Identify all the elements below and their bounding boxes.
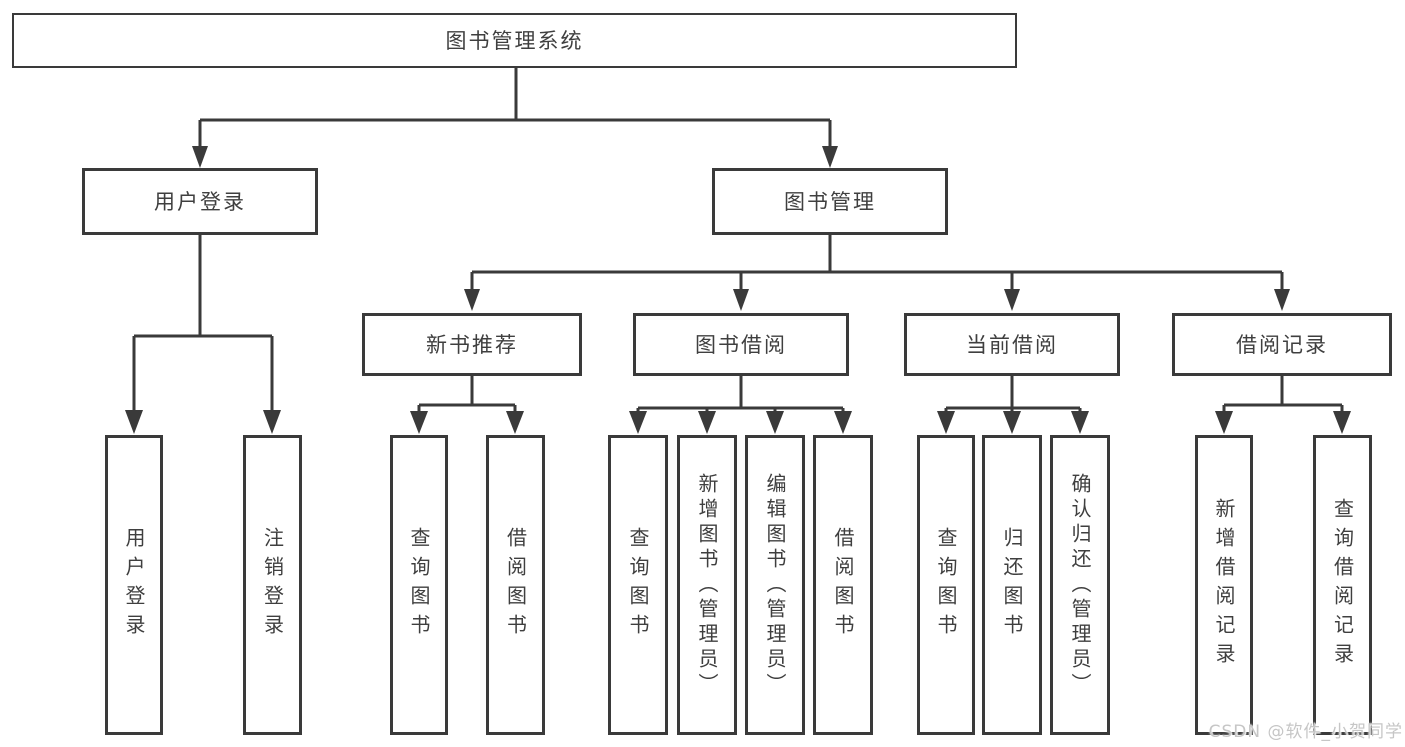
node-label: 用户登录 (154, 190, 246, 214)
node-book-borrowing: 图书借阅 (633, 313, 849, 376)
node-label: 借阅图书 (831, 527, 855, 643)
connector-user-login-children (125, 235, 281, 434)
node-label: 确认归还（管理员） (1068, 472, 1092, 698)
node-label: 查询图书 (626, 527, 650, 643)
node-label: 查询借阅记录 (1330, 498, 1355, 672)
node-label: 新书推荐 (426, 333, 518, 357)
node-new-book-recommend: 新书推荐 (362, 313, 582, 376)
leaf-user-login: 用户登录 (105, 435, 163, 735)
node-label: 查询图书 (407, 527, 431, 643)
leaf-edit-books-admin: 编辑图书（管理员） (745, 435, 805, 735)
leaf-confirm-return-admin: 确认归还（管理员） (1050, 435, 1110, 735)
node-label: 图书管理 (784, 190, 876, 214)
node-user-login: 用户登录 (82, 168, 318, 235)
node-label: 用户登录 (122, 527, 146, 643)
leaf-query-borrow-record: 查询借阅记录 (1313, 435, 1372, 735)
connector-book-borrow-children (629, 376, 852, 434)
node-label: 借阅图书 (503, 527, 528, 643)
node-label: 新增图书（管理员） (695, 472, 719, 698)
node-borrowing-records: 借阅记录 (1172, 313, 1392, 376)
leaf-return-books: 归还图书 (982, 435, 1042, 735)
connector-current-borrow-children (937, 376, 1089, 434)
node-label: 图书借阅 (695, 333, 787, 357)
leaf-borrow-books-1: 借阅图书 (486, 435, 545, 735)
node-label: 编辑图书（管理员） (763, 472, 787, 698)
node-label: 当前借阅 (966, 333, 1058, 357)
node-book-management: 图书管理 (712, 168, 948, 235)
csdn-watermark: CSDN @软件_小贺同学 (1208, 722, 1403, 742)
node-label: 新增借阅记录 (1212, 498, 1236, 672)
node-current-borrowing: 当前借阅 (904, 313, 1120, 376)
connector-borrow-record-children (1215, 376, 1351, 434)
leaf-borrow-books-2: 借阅图书 (813, 435, 873, 735)
connector-new-book-children (410, 376, 524, 434)
leaf-query-books-1: 查询图书 (390, 435, 448, 735)
leaf-query-books-3: 查询图书 (917, 435, 975, 735)
leaf-logout: 注销登录 (243, 435, 302, 735)
connector-root-to-level2 (192, 68, 838, 168)
node-label: 借阅记录 (1236, 333, 1328, 357)
leaf-add-borrow-record: 新增借阅记录 (1195, 435, 1253, 735)
leaf-query-books-2: 查询图书 (608, 435, 668, 735)
node-label: 归还图书 (1000, 527, 1024, 643)
connector-book-mgmt-children (464, 235, 1290, 311)
leaf-add-books-admin: 新增图书（管理员） (677, 435, 737, 735)
node-label: 查询图书 (934, 527, 958, 643)
node-label: 注销登录 (260, 527, 285, 643)
node-label: 图书管理系统 (445, 29, 584, 53)
node-library-management-system: 图书管理系统 (12, 13, 1017, 68)
